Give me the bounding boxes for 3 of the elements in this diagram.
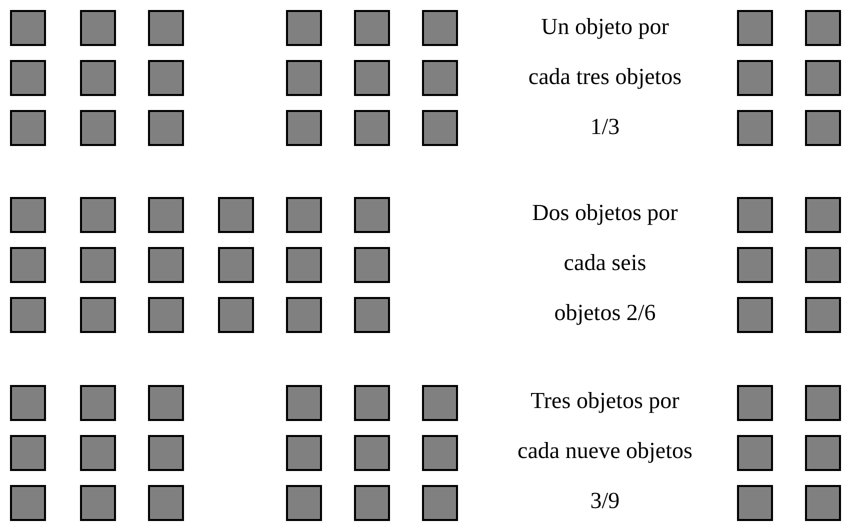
ratio-text: Tres objetos por cada nueve objetos 3/9	[516, 387, 694, 515]
ratio-text: Un objeto por cada tres objetos 1/3	[527, 13, 683, 141]
ratio-text: Dos objetos por cada seis objetos 2/6	[531, 199, 679, 327]
